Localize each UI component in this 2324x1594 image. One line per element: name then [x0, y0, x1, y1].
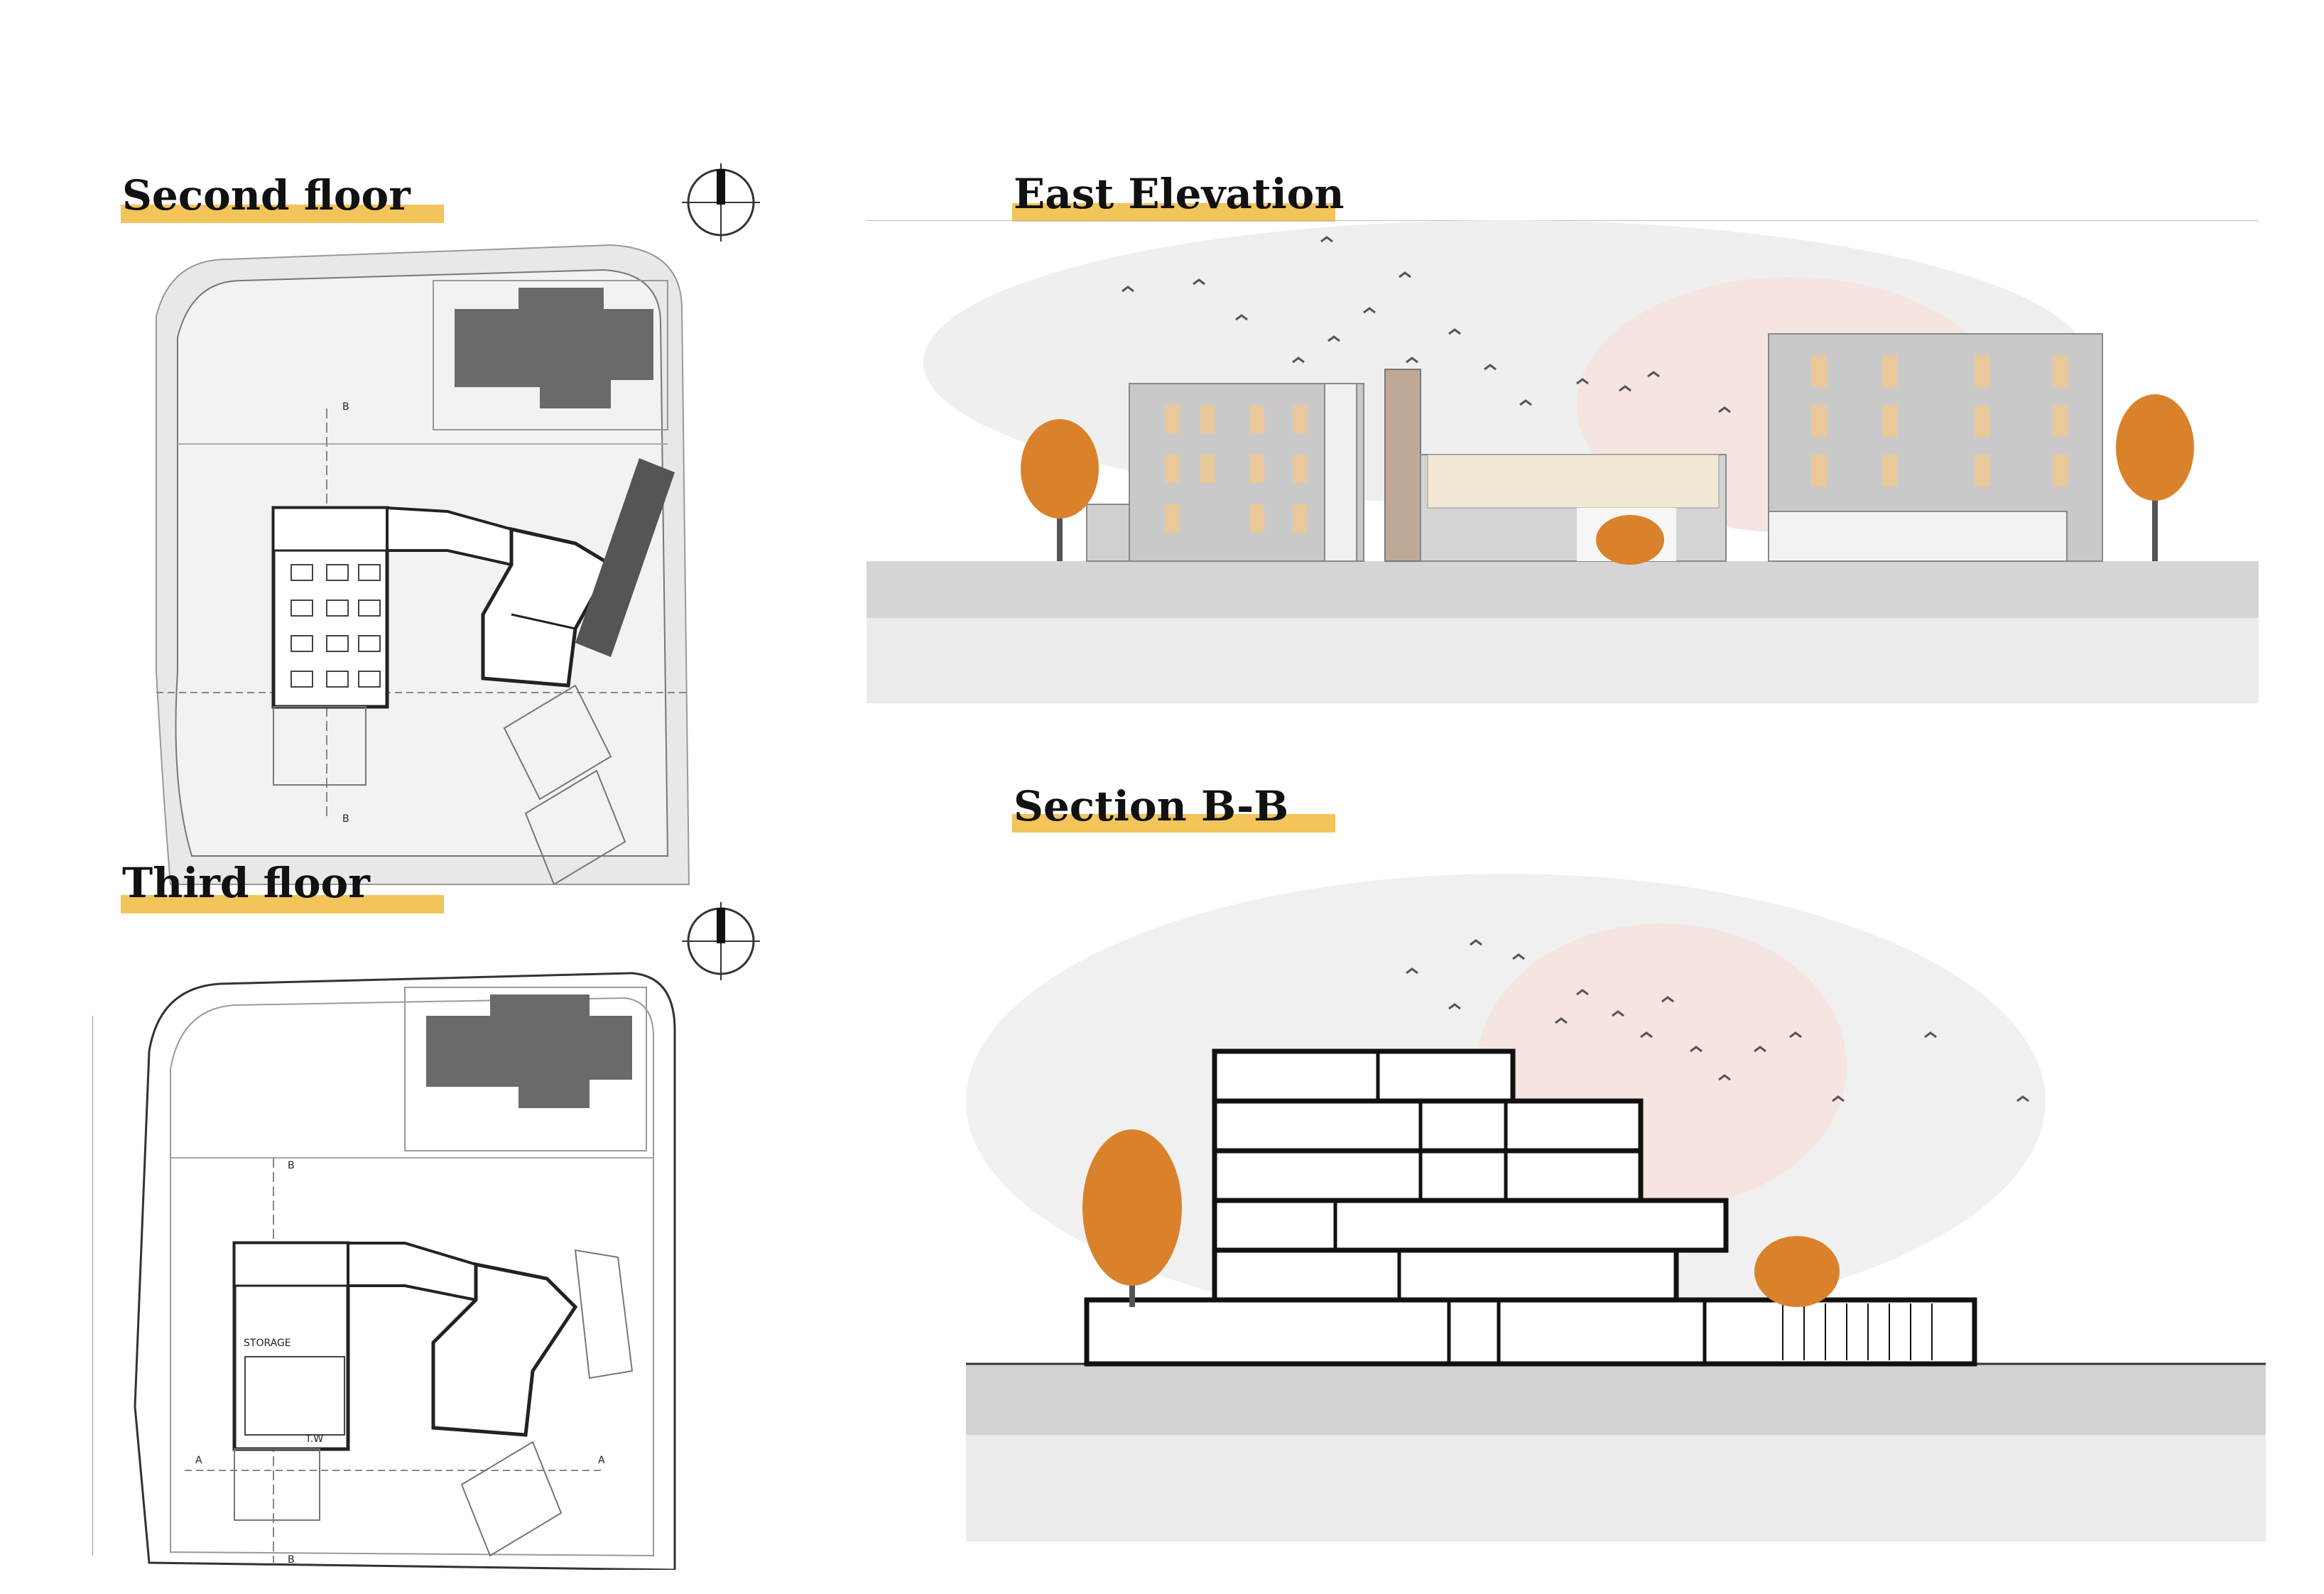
third-floor-panel: Third floor STORAGE T.W B B A A [78, 845, 788, 1570]
section-marker-label: B [288, 1160, 295, 1171]
panel-title-east-elevation: East Elevation [1014, 170, 1345, 218]
title-underline [1012, 203, 1335, 222]
bird-icon [1406, 939, 2029, 1102]
second-floor-panel: Second floor [114, 163, 781, 888]
section-marker-label: B [288, 1554, 295, 1566]
east-elevation-panel: East Elevation [867, 163, 2259, 703]
title-underline [121, 895, 444, 913]
tree-icon [1596, 515, 1664, 565]
panel-title-section-bb: Section B-B [1014, 782, 1289, 830]
title-underline [121, 205, 444, 223]
section-bb-drawing [966, 874, 2266, 1541]
second-floor-plan: B B [156, 244, 690, 886]
panel-title-second-floor: Second floor [122, 171, 411, 219]
section-bb-panel: Section B-B [952, 760, 2273, 1556]
section-marker-label: A [195, 1455, 202, 1466]
tree-icon [2116, 394, 2194, 561]
section-marker-label: B [342, 401, 349, 413]
section-marker-label: A [598, 1455, 605, 1466]
tree-icon [1082, 1129, 1182, 1307]
room-label-storage: STORAGE [244, 1338, 291, 1349]
room-label-wc: T.W [305, 1433, 323, 1445]
east-elevation-drawing [867, 220, 2259, 703]
section-marker-label: B [342, 813, 349, 825]
third-floor-plan: STORAGE T.W B B A A [92, 972, 676, 1570]
title-underline [1012, 814, 1335, 833]
tree-icon [1021, 419, 1099, 561]
north-arrow-icon [682, 902, 760, 980]
panel-title-third-floor: Third floor [122, 859, 370, 907]
north-arrow-icon [682, 163, 760, 242]
bird-icon [1122, 236, 1731, 413]
tree-icon [1754, 1236, 1840, 1307]
